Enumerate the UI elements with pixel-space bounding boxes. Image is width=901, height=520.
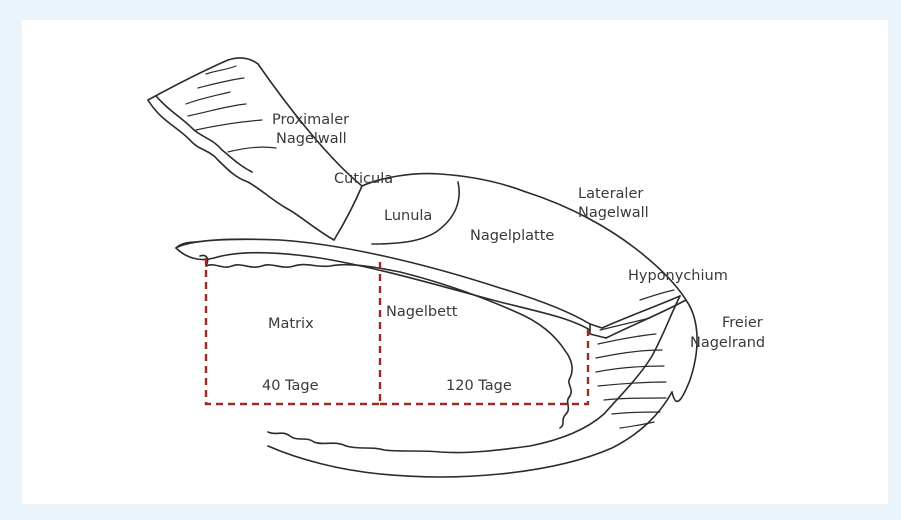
label-40-tage: 40 Tage <box>262 378 319 394</box>
label-matrix: Matrix <box>268 316 314 332</box>
proximal-nail-fold-drawing <box>148 58 526 240</box>
label-lunula: Lunula <box>384 208 432 224</box>
label-120-tage: 120 Tage <box>446 378 512 394</box>
label-proximal-line2: Nagelwall <box>276 131 347 147</box>
label-hyponychium: Hyponychium <box>628 268 728 284</box>
nail-bed-drawing <box>200 255 572 428</box>
label-lateral-line2: Nagelwall <box>578 205 649 221</box>
label-nagelbett: Nagelbett <box>386 304 458 320</box>
label-cuticula: Cuticula <box>334 171 393 187</box>
label-proximal-line1: Proximaler <box>272 112 349 128</box>
label-lateral-line1: Lateraler <box>578 186 643 202</box>
label-freier-line2: Nagelrand <box>690 335 765 351</box>
label-nagelplatte: Nagelplatte <box>470 228 554 244</box>
label-freier-line1: Freier <box>722 315 763 331</box>
